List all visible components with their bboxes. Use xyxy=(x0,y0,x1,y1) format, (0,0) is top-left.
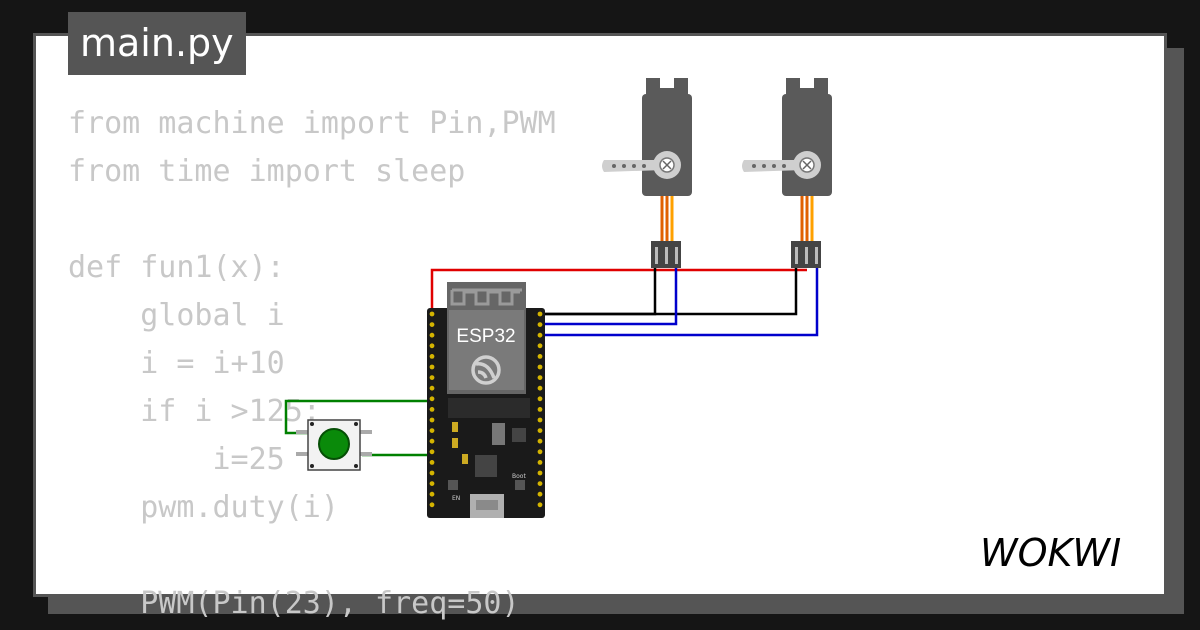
header-pin[interactable] xyxy=(537,385,543,391)
code-line: i = i+10 xyxy=(68,346,285,381)
pins-left xyxy=(429,311,435,508)
header-pin[interactable] xyxy=(537,311,543,317)
header-pin[interactable] xyxy=(537,460,543,465)
header-pin[interactable] xyxy=(429,491,435,497)
code-line: from machine import Pin,PWM xyxy=(68,106,556,141)
en-label: EN xyxy=(452,495,460,502)
header-pin[interactable] xyxy=(429,375,435,380)
header-pin[interactable] xyxy=(537,364,543,370)
code-background: from machine import Pin,PWM from time imp… xyxy=(68,100,556,628)
code-line: i=25 xyxy=(68,442,285,477)
header-pin[interactable] xyxy=(537,332,543,338)
pins-right xyxy=(537,311,543,508)
header-pin[interactable] xyxy=(537,354,543,359)
header-pin[interactable] xyxy=(537,502,543,508)
header-pin[interactable] xyxy=(429,481,435,486)
header-pin[interactable] xyxy=(429,311,435,317)
signal-wire-servo2[interactable] xyxy=(540,266,819,337)
header-pin[interactable] xyxy=(537,428,543,433)
code-line: pwm.duty(i) xyxy=(68,490,339,525)
header-pin[interactable] xyxy=(429,407,435,412)
header-pin[interactable] xyxy=(429,385,435,391)
header-pin[interactable] xyxy=(429,470,435,476)
ground-wire-servo2[interactable] xyxy=(540,266,798,316)
code-line: if i >125: xyxy=(68,394,321,429)
wires xyxy=(284,266,819,457)
ground-wire-servo1[interactable] xyxy=(540,266,657,316)
code-line: def fun1(x): xyxy=(68,250,285,285)
header-pin[interactable] xyxy=(429,417,435,423)
header-pin[interactable] xyxy=(537,375,543,380)
header-pin[interactable] xyxy=(429,502,435,508)
header-pin[interactable] xyxy=(429,438,435,444)
header-pin[interactable] xyxy=(429,460,435,465)
servo-motor-1[interactable] xyxy=(602,78,692,268)
header-pin[interactable] xyxy=(537,481,543,486)
code-line: from time import sleep xyxy=(68,154,466,189)
board-label: ESP32 xyxy=(456,326,515,347)
header-pin[interactable] xyxy=(429,332,435,338)
header-pin[interactable] xyxy=(537,470,543,476)
header-pin[interactable] xyxy=(537,407,543,412)
code-line: PWM(Pin(23), freq=50) xyxy=(68,586,520,621)
header-pin[interactable] xyxy=(537,322,543,327)
code-line: global i xyxy=(68,298,285,333)
boot-label: Boot xyxy=(512,473,526,480)
esp32-board[interactable]: ESP32 EN Boot xyxy=(427,282,545,518)
header-pin[interactable] xyxy=(537,343,543,349)
header-pin[interactable] xyxy=(429,354,435,359)
header-pin[interactable] xyxy=(429,343,435,349)
header-pin[interactable] xyxy=(537,449,543,455)
espressif-logo-icon xyxy=(471,355,501,385)
header-pin[interactable] xyxy=(429,322,435,327)
button-cap[interactable] xyxy=(318,428,350,460)
brand-name: WOKWI xyxy=(980,531,1121,575)
signal-wire-servo1[interactable] xyxy=(540,266,678,326)
header-pin[interactable] xyxy=(537,491,543,497)
esp32-module: ESP32 xyxy=(447,282,526,394)
usb-port-icon xyxy=(470,494,504,518)
header-pin[interactable] xyxy=(429,428,435,433)
header-pin[interactable] xyxy=(429,364,435,370)
header-pin[interactable] xyxy=(537,438,543,444)
header-pin[interactable] xyxy=(537,417,543,423)
header-pin[interactable] xyxy=(429,396,435,402)
wokwi-logo: WOKWI xyxy=(980,531,1121,575)
servo-motor-2[interactable] xyxy=(742,78,832,268)
header-pin[interactable] xyxy=(429,449,435,455)
push-button[interactable] xyxy=(296,419,372,471)
power-wire[interactable] xyxy=(430,268,807,314)
header-pin[interactable] xyxy=(537,396,543,402)
file-tab[interactable]: main.py xyxy=(68,12,246,75)
